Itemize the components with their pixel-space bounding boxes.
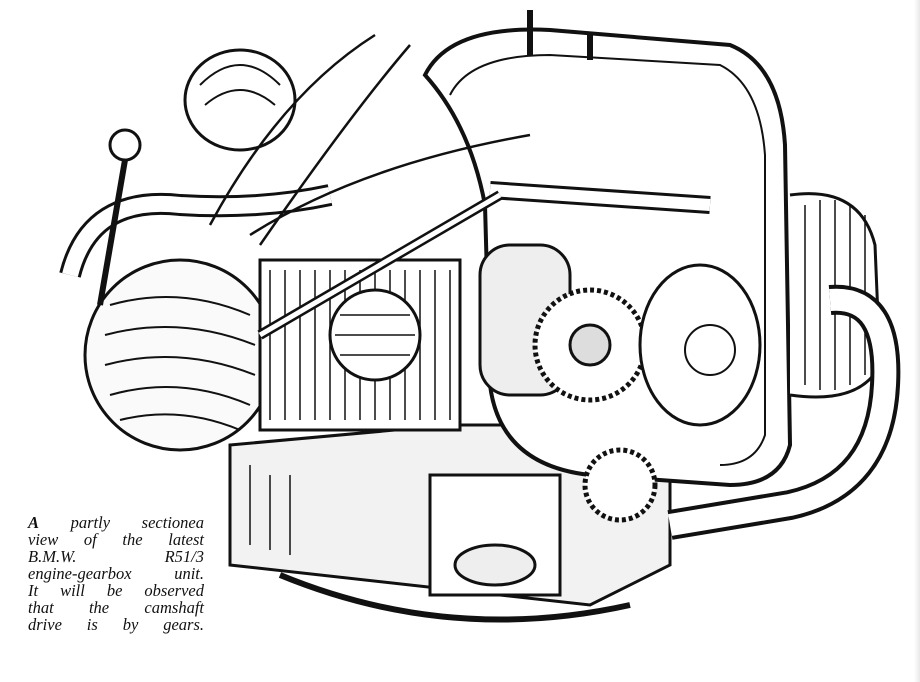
timing-cover bbox=[422, 27, 793, 488]
page-edge bbox=[914, 0, 920, 682]
engine-cutaway-illustration bbox=[59, 10, 901, 623]
figure-caption: A partly sectionea view of the latest B.… bbox=[28, 514, 204, 633]
caption-line: It will be observed bbox=[28, 581, 204, 600]
caption-line: engine-gearbox unit. bbox=[28, 564, 204, 583]
caption-line: partly sectionea bbox=[70, 513, 204, 532]
caption-line: that the camshaft bbox=[28, 598, 204, 617]
caption-lead: A bbox=[28, 513, 40, 532]
left-cylinder-head bbox=[83, 258, 277, 452]
caption-line: view of the latest bbox=[28, 530, 204, 549]
caption-line: drive is by gears. bbox=[28, 615, 204, 634]
caption-line: B.M.W. R51/3 bbox=[28, 547, 204, 566]
magneto bbox=[638, 263, 762, 427]
lower-gear bbox=[582, 447, 658, 523]
